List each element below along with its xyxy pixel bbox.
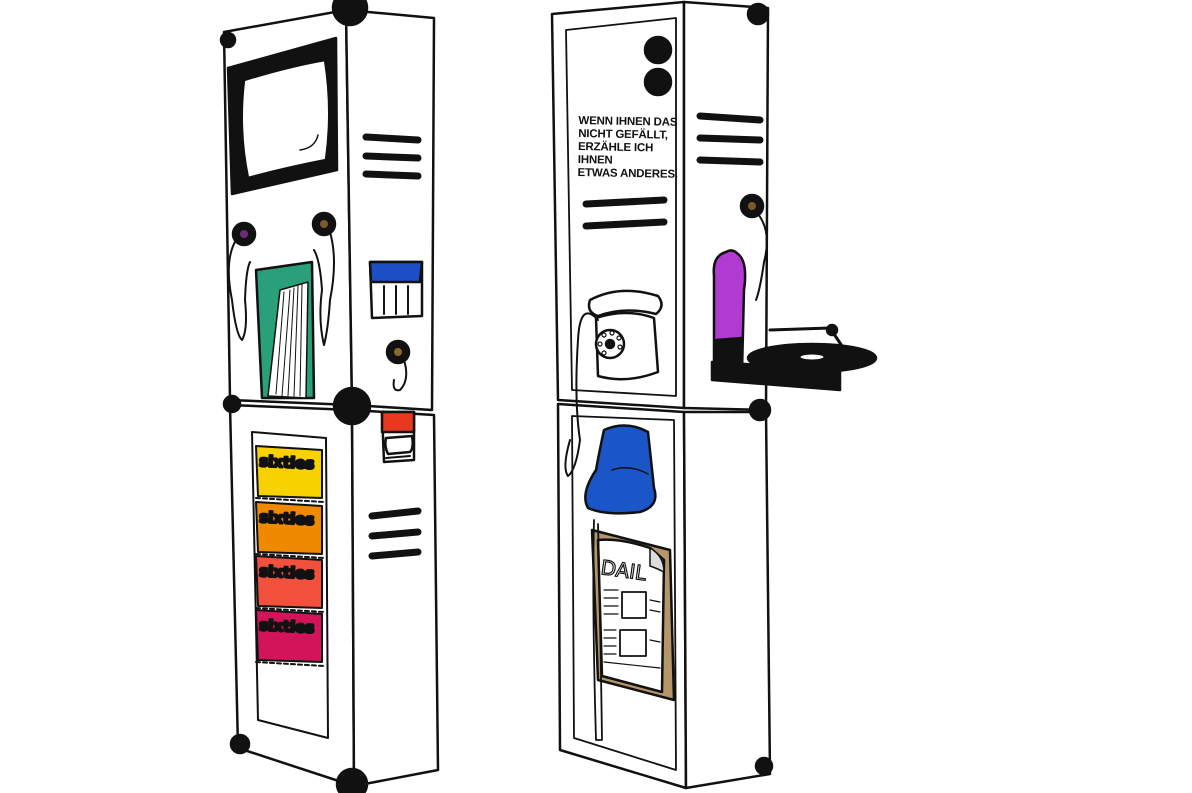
magazine-1[interactable]: sixties bbox=[255, 445, 325, 503]
headphone-jack-icon[interactable] bbox=[739, 193, 768, 301]
left-tower: sixties sixties sixties sixties bbox=[219, 0, 440, 793]
vent-slots-lower bbox=[368, 507, 422, 560]
right-tower-inner-frame bbox=[565, 17, 677, 397]
speaker-dots bbox=[643, 35, 673, 97]
headphone-jack-icon[interactable] bbox=[385, 339, 411, 392]
vase[interactable] bbox=[712, 249, 747, 376]
tv-screen bbox=[226, 36, 339, 196]
corner-cap bbox=[754, 756, 774, 776]
quote-line: ETWAS ANDERES. bbox=[577, 167, 678, 181]
corner-cap bbox=[332, 386, 372, 426]
magazine-4[interactable]: sixties bbox=[255, 609, 325, 667]
magazine-3[interactable]: sixties bbox=[255, 555, 325, 613]
left-tower-lower-side bbox=[350, 408, 440, 788]
card-slot[interactable] bbox=[380, 410, 416, 464]
magazine-2[interactable]: sixties bbox=[255, 501, 325, 559]
record-player[interactable] bbox=[710, 323, 878, 392]
telephone-icon[interactable] bbox=[564, 289, 663, 477]
right-tower-lower-side bbox=[682, 410, 772, 790]
card-holder[interactable] bbox=[368, 260, 424, 320]
magazine-label: sixties bbox=[259, 508, 315, 529]
vent-slots-upper bbox=[362, 133, 422, 180]
headphone-jack-icon[interactable] bbox=[311, 211, 337, 346]
right-tower-lower-inner bbox=[571, 415, 677, 771]
corner-cap bbox=[219, 31, 237, 49]
magazine-label: sixties bbox=[259, 452, 315, 473]
corner-cap bbox=[222, 394, 242, 414]
headphone-jack-icon[interactable] bbox=[227, 221, 257, 341]
magazine-label: sixties bbox=[259, 616, 315, 637]
vent-slots-upper bbox=[696, 112, 764, 166]
newspaper[interactable]: DAIL bbox=[590, 519, 676, 741]
magazine-label: sixties bbox=[259, 562, 315, 583]
quote-line: ERZÄHLE ICH IHNEN bbox=[577, 141, 654, 167]
corner-cap bbox=[335, 767, 369, 793]
right-tower: DAIL bbox=[550, 0, 878, 790]
corner-cap bbox=[746, 2, 770, 26]
corner-cap bbox=[331, 0, 369, 27]
hat[interactable] bbox=[584, 424, 657, 515]
corner-cap bbox=[748, 398, 772, 422]
tower-quote: WENN IHNEN DAS NICHT GEFÄLLT, ERZÄHLE IC… bbox=[577, 115, 688, 182]
vent-slots-front bbox=[582, 196, 668, 230]
record-folder[interactable] bbox=[254, 260, 316, 400]
corner-cap bbox=[229, 733, 251, 755]
